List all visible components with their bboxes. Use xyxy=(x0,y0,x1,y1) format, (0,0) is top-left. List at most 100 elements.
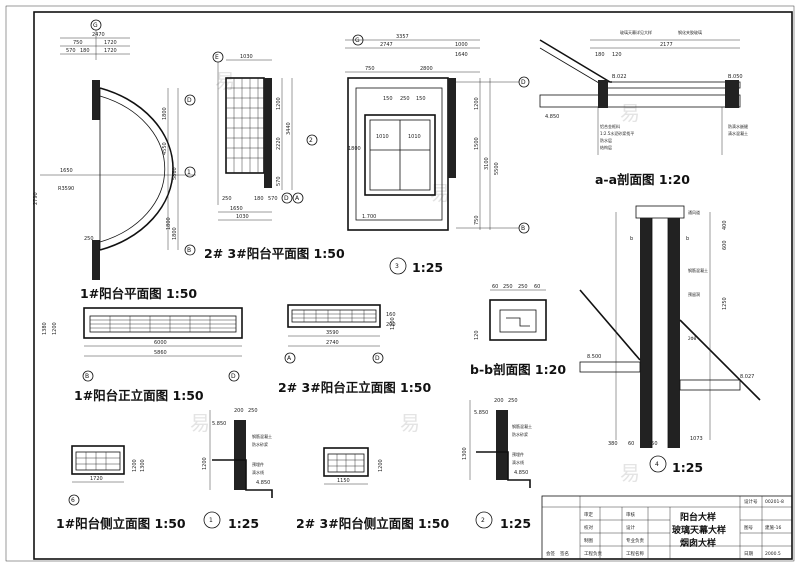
svg-text:180: 180 xyxy=(595,52,605,58)
svg-text:防水砂浆: 防水砂浆 xyxy=(512,431,528,437)
svg-text:2000.5: 2000.5 xyxy=(765,551,781,557)
svg-text:清水混凝土: 清水混凝土 xyxy=(728,130,748,136)
svg-text:250: 250 xyxy=(503,284,513,290)
svg-text:570: 570 xyxy=(276,176,282,186)
balcony23-side-title: 2# 3#阳台侧立面图 1:50 xyxy=(296,516,449,531)
svg-text:烟囱大样: 烟囱大样 xyxy=(680,537,716,549)
svg-text:设计: 设计 xyxy=(626,524,635,531)
svg-text:钢筋混凝土: 钢筋混凝土 xyxy=(252,433,272,439)
svg-text:易: 易 xyxy=(430,181,450,205)
detail4-flue: 1073 8.500 8.027 600 1250 400 380 60 250… xyxy=(579,205,761,475)
svg-text:铝合金框料: 铝合金框料 xyxy=(600,123,620,129)
svg-text:4.850: 4.850 xyxy=(545,114,559,120)
svg-text:审核: 审核 xyxy=(626,511,635,518)
svg-text:750: 750 xyxy=(474,215,480,225)
svg-text:250: 250 xyxy=(84,236,94,242)
svg-text:签名: 签名 xyxy=(560,550,569,557)
balcony1-side: 1720 1200 1300 6 1#阳台侧立面图 1:50 xyxy=(56,445,186,531)
svg-text:2747: 2747 xyxy=(380,42,393,48)
svg-text:R3590: R3590 xyxy=(58,186,74,192)
svg-text:180: 180 xyxy=(80,48,90,54)
svg-text:970: 970 xyxy=(264,140,270,150)
svg-text:钢化夹胶玻璃: 钢化夹胶玻璃 xyxy=(678,29,702,35)
svg-text:B.050: B.050 xyxy=(728,74,743,80)
svg-text:b: b xyxy=(630,236,633,242)
svg-text:150: 150 xyxy=(416,96,426,102)
svg-text:5860: 5860 xyxy=(172,167,178,180)
svg-text:设计号: 设计号 xyxy=(744,498,758,505)
svg-text:250: 250 xyxy=(248,408,258,414)
svg-text:B: B xyxy=(187,247,191,254)
svg-text:A: A xyxy=(295,195,300,202)
svg-text:制图: 制图 xyxy=(584,537,593,544)
svg-text:1030: 1030 xyxy=(240,54,253,60)
svg-text:B: B xyxy=(85,373,89,380)
section-bb-title: b-b剖面图 1:20 xyxy=(470,362,566,377)
svg-text:1720: 1720 xyxy=(104,40,117,46)
svg-text:8.027: 8.027 xyxy=(740,374,754,380)
svg-text:1010: 1010 xyxy=(376,134,389,140)
svg-text:1720: 1720 xyxy=(90,476,103,482)
svg-text:B: B xyxy=(521,225,525,232)
svg-text:工程负责: 工程负责 xyxy=(584,550,602,557)
svg-text:60: 60 xyxy=(492,284,498,290)
svg-text:玻璃天幕详见大样: 玻璃天幕详见大样 xyxy=(620,29,652,35)
svg-text:1000: 1000 xyxy=(455,42,468,48)
svg-text:D: D xyxy=(187,97,192,104)
svg-text:1650: 1650 xyxy=(60,168,73,174)
svg-text:审定: 审定 xyxy=(584,511,593,518)
section-aa: 2177 180 120 B.022 4.850 B.050 玻璃天幕详见大样 … xyxy=(539,29,748,187)
svg-text:1200: 1200 xyxy=(202,457,208,470)
svg-text:250: 250 xyxy=(222,196,232,202)
svg-text:D: D xyxy=(231,373,236,380)
svg-text:4: 4 xyxy=(655,461,659,468)
balcony1-front: 6000 5860 1380 1200 B D 1#阳台正立面图 1:50 xyxy=(42,307,243,403)
svg-text:750: 750 xyxy=(73,40,83,46)
svg-text:预埋件: 预埋件 xyxy=(512,451,524,457)
svg-text:6000: 6000 xyxy=(154,340,167,346)
svg-text:2800: 2800 xyxy=(420,66,433,72)
svg-text:2740: 2740 xyxy=(326,340,339,346)
svg-text:1800: 1800 xyxy=(166,217,172,230)
svg-text:防滴水嵌缝: 防滴水嵌缝 xyxy=(728,123,748,129)
svg-text:滴水线: 滴水线 xyxy=(512,459,524,465)
svg-text:3: 3 xyxy=(395,263,399,270)
svg-text:250: 250 xyxy=(400,96,410,102)
svg-text:D: D xyxy=(375,355,380,362)
section-bb: 60 250 250 60 120 b-b剖面图 1:20 xyxy=(470,284,566,377)
section-aa-title: a-a剖面图 1:20 xyxy=(595,172,690,187)
svg-text:1800: 1800 xyxy=(348,146,361,152)
svg-text:A: A xyxy=(287,355,292,362)
svg-text:1640: 1640 xyxy=(455,52,468,58)
balcony23-side: 1150 1200 2# 3#阳台侧立面图 1:50 xyxy=(296,447,449,531)
svg-text:250: 250 xyxy=(508,398,518,404)
detail1: 5.850 200 250 1200 4.850 钢筋混凝土 防水砂浆 预埋件 … xyxy=(202,408,273,531)
svg-text:160: 160 xyxy=(386,312,396,318)
detail4-title: 1:25 xyxy=(672,460,703,475)
svg-text:1500: 1500 xyxy=(474,137,480,150)
svg-text:阳台大样: 阳台大样 xyxy=(680,511,716,523)
svg-text:3440: 3440 xyxy=(286,122,292,135)
svg-text:5500: 5500 xyxy=(494,162,500,175)
svg-text:E: E xyxy=(215,54,219,61)
svg-text:2: 2 xyxy=(481,517,485,524)
svg-text:200: 200 xyxy=(234,408,244,414)
svg-text:6: 6 xyxy=(71,497,75,504)
outer-border xyxy=(5,5,795,562)
svg-text:120: 120 xyxy=(474,330,480,340)
svg-text:1.700: 1.700 xyxy=(362,214,376,220)
detail3-window: 3357 2747 1000 1640 750 2800 G 1010 1010… xyxy=(345,34,530,275)
detail1-title: 1:25 xyxy=(228,516,259,531)
inner-border xyxy=(33,11,793,560)
svg-text:600: 600 xyxy=(722,240,728,250)
svg-text:工程名称: 工程名称 xyxy=(626,550,644,557)
svg-text:8.500: 8.500 xyxy=(587,354,601,360)
svg-text:G: G xyxy=(93,22,98,29)
svg-text:750: 750 xyxy=(365,66,375,72)
svg-text:400: 400 xyxy=(722,220,728,230)
svg-text:3590: 3590 xyxy=(326,330,339,336)
svg-text:200: 200 xyxy=(386,322,396,328)
balcony1-side-title: 1#阳台侧立面图 1:50 xyxy=(56,516,186,531)
balcony1-front-title: 1#阳台正立面图 1:50 xyxy=(74,388,204,403)
svg-text:2790: 2790 xyxy=(33,192,39,205)
